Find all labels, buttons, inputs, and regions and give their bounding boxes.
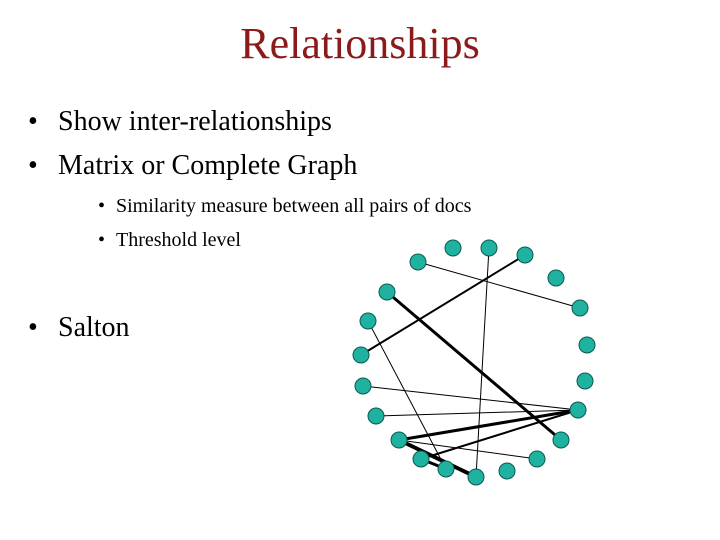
- graph-node: [412, 450, 430, 468]
- slide-title: Relationships: [240, 19, 480, 68]
- sub-bullet-text: Similarity measure between all pairs of …: [116, 195, 472, 217]
- bullet-dot: •: [28, 150, 38, 181]
- graph-node: [547, 269, 565, 287]
- graph-edge: [360, 254, 526, 356]
- graph-node: [569, 401, 587, 419]
- graph-node: [578, 336, 596, 354]
- graph-node: [390, 431, 408, 449]
- graph-node: [552, 431, 570, 449]
- bullet-text: Matrix or Complete Graph: [58, 150, 358, 181]
- graph-node: [467, 468, 485, 486]
- bullet-item: • Show inter-relationships: [28, 106, 332, 138]
- graph-edge: [417, 261, 581, 309]
- graph-edge: [397, 438, 478, 479]
- graph-node: [444, 239, 462, 257]
- graph-node: [367, 407, 385, 425]
- bullet-dot: •: [98, 229, 106, 251]
- graph-node: [378, 283, 396, 301]
- sub-bullet-item: • Similarity measure between all pairs of…: [98, 195, 471, 218]
- bullet-text: Show inter-relationships: [58, 106, 332, 137]
- bullet-dot: •: [28, 106, 38, 137]
- graph-node: [571, 299, 589, 317]
- graph-edge: [367, 320, 447, 470]
- bullet-item: • Matrix or Complete Graph: [28, 150, 357, 182]
- graph-node: [528, 450, 546, 468]
- graph-edge: [385, 290, 563, 442]
- bullet-item: • Salton: [28, 312, 130, 344]
- bullet-text: Salton: [58, 312, 130, 343]
- graph-node: [352, 346, 370, 364]
- graph-node: [576, 372, 594, 390]
- sub-bullet-text: Threshold level: [116, 229, 241, 251]
- graph-edge: [375, 409, 579, 417]
- sub-bullet-item: • Threshold level: [98, 229, 241, 252]
- graph-node: [437, 460, 455, 478]
- graph-node: [354, 377, 372, 395]
- graph-edge: [397, 408, 580, 442]
- graph-node: [409, 253, 427, 271]
- graph-edge: [362, 385, 579, 411]
- graph-edge: [398, 439, 538, 460]
- graph-node: [516, 246, 534, 264]
- graph-node: [359, 312, 377, 330]
- bullet-dot: •: [28, 312, 38, 343]
- graph-node: [498, 462, 516, 480]
- graph-edge: [475, 247, 490, 478]
- bullet-dot: •: [98, 195, 106, 217]
- graph-node: [480, 239, 498, 257]
- graph-edge: [420, 409, 579, 460]
